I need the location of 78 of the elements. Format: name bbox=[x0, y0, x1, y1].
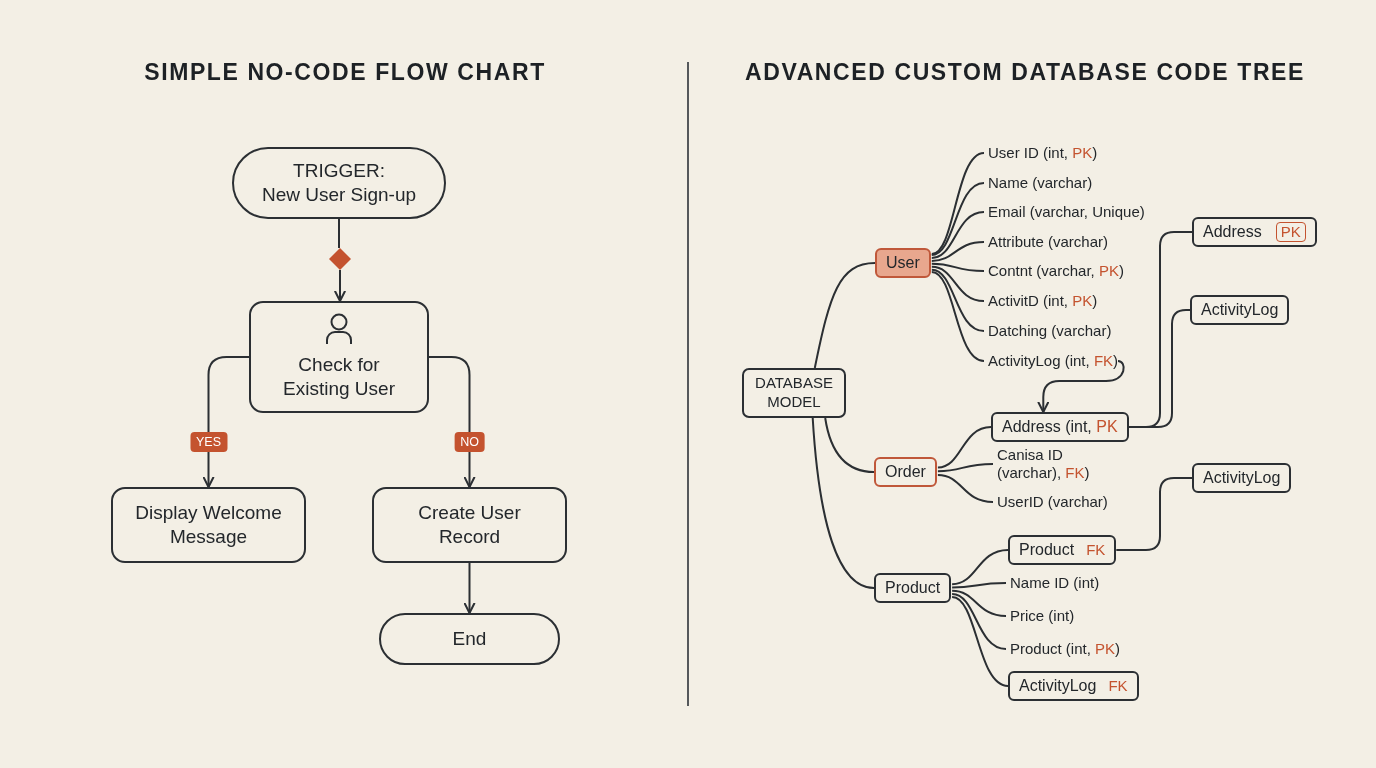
decision-diamond bbox=[329, 248, 351, 270]
key-tag: FK bbox=[1086, 540, 1106, 560]
field-label: Name (varchar) bbox=[984, 173, 1093, 193]
panel-heading: SIMPLE NO-CODE FLOW CHART bbox=[144, 58, 546, 86]
field-label: UserID (varchar) bbox=[993, 492, 1108, 512]
field-label: ActivityLog (int, FK) bbox=[984, 351, 1119, 371]
connector-line bbox=[930, 271, 985, 362]
field-label: Contnt (varchar, PK) bbox=[984, 261, 1124, 281]
table-box bbox=[1192, 463, 1292, 493]
connector-line bbox=[930, 265, 985, 302]
process-box bbox=[111, 487, 306, 563]
table-node bbox=[874, 573, 952, 603]
field-label: Product (int, PK) bbox=[1006, 639, 1121, 659]
node-label: Address (int, PK bbox=[1002, 417, 1118, 437]
field-box bbox=[991, 412, 1129, 442]
process-box bbox=[249, 301, 429, 413]
node-label: ActivityLog bbox=[1201, 300, 1279, 320]
connector-line bbox=[1127, 309, 1191, 428]
connector-line bbox=[930, 268, 985, 332]
connector-line bbox=[951, 589, 1007, 617]
node-label: Address bbox=[1203, 222, 1262, 242]
connector-line bbox=[338, 218, 340, 249]
panel-heading: ADVANCED CUSTOM DATABASE CODE TREE bbox=[745, 58, 1305, 86]
field-label: Email (varchar, Unique) bbox=[984, 202, 1145, 222]
connector-line bbox=[813, 262, 876, 369]
table-box bbox=[1190, 295, 1290, 325]
connector-line bbox=[930, 182, 985, 256]
arrow bbox=[463, 562, 476, 614]
node-label: Display Welcome Message bbox=[134, 501, 283, 549]
field-label: Canisa ID (varchar), FK) bbox=[993, 446, 1105, 482]
key-badge: PK bbox=[1275, 222, 1306, 242]
edge-label: YES bbox=[190, 432, 227, 452]
connector-line bbox=[951, 582, 1007, 589]
field-label: Datching (varchar) bbox=[984, 321, 1112, 341]
process-box bbox=[372, 487, 567, 563]
field-label: User ID (int, PK) bbox=[984, 143, 1098, 163]
connector-line bbox=[824, 417, 875, 473]
connector-line bbox=[1115, 477, 1193, 551]
node-label: DATABASE MODEL bbox=[754, 374, 834, 412]
field-label: Name ID (int) bbox=[1006, 573, 1100, 593]
connector-line bbox=[930, 211, 985, 259]
field-label: Price (int) bbox=[1006, 606, 1075, 626]
field-box bbox=[1008, 535, 1117, 565]
node-label: Product bbox=[885, 578, 941, 598]
connector-line bbox=[936, 426, 992, 469]
root-box bbox=[742, 368, 846, 418]
node-label: End bbox=[452, 627, 487, 651]
edge-label: NO bbox=[454, 432, 485, 452]
node-label: User bbox=[886, 253, 920, 273]
connector-line bbox=[930, 152, 985, 255]
node-label: Order bbox=[885, 462, 926, 482]
connector-line bbox=[930, 241, 985, 262]
connector-line bbox=[936, 463, 994, 473]
connector-line bbox=[936, 474, 994, 503]
node-label: Product bbox=[1019, 540, 1075, 560]
key-tag: FK bbox=[1108, 676, 1128, 696]
connector-line bbox=[951, 593, 1007, 650]
arrow bbox=[1037, 360, 1125, 413]
field-label: ActivitD (int, PK) bbox=[984, 291, 1098, 311]
arrow bbox=[334, 269, 346, 302]
node-label: TRIGGER: bbox=[293, 159, 385, 183]
node-label: ActivityLog bbox=[1203, 468, 1281, 488]
connector-line bbox=[951, 596, 1009, 687]
connector-line bbox=[930, 262, 985, 272]
node-label: Create User Record bbox=[417, 501, 522, 549]
node-label: New User Sign-up bbox=[261, 183, 417, 207]
connector-line bbox=[811, 417, 875, 589]
table-node bbox=[875, 248, 931, 278]
table-box bbox=[1192, 217, 1317, 247]
node-label: Check for Existing User bbox=[282, 353, 396, 401]
node-label: ActivityLog bbox=[1019, 676, 1097, 696]
field-label: Attribute (varchar) bbox=[984, 232, 1109, 252]
arrow bbox=[428, 356, 476, 488]
table-node bbox=[874, 457, 937, 487]
connector-line bbox=[951, 549, 1009, 586]
end-terminal bbox=[379, 613, 560, 665]
arrow bbox=[202, 356, 250, 488]
field-box bbox=[1008, 671, 1139, 701]
